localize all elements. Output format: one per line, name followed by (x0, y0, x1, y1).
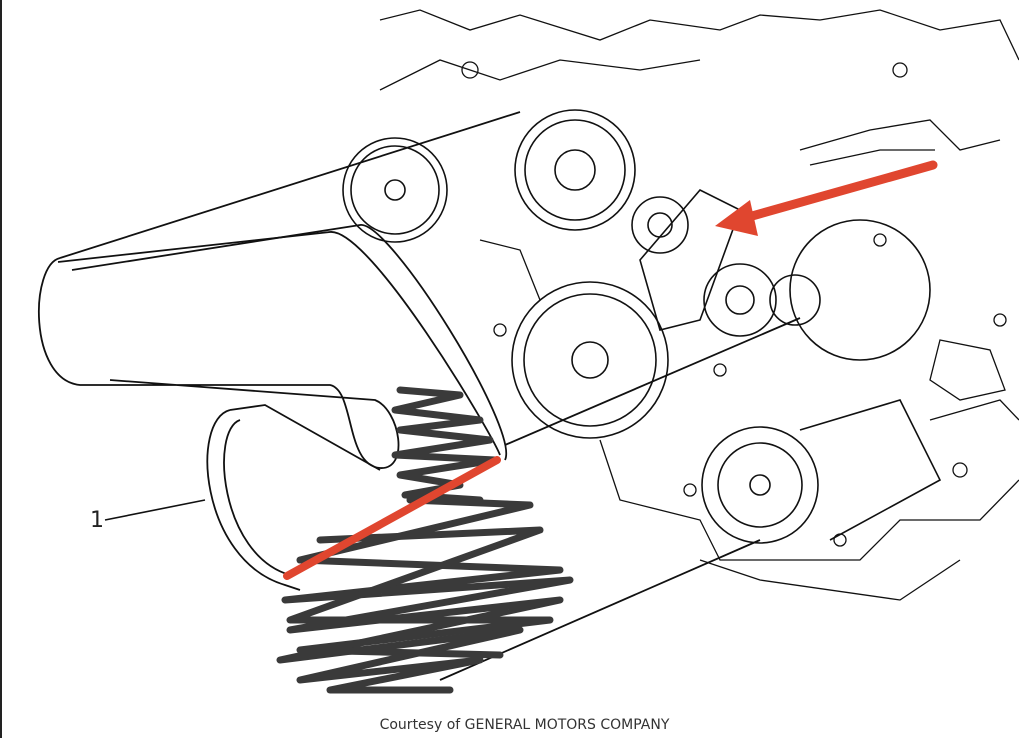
drive-belt (38, 111, 801, 681)
callout-label-belt: 1 (90, 508, 104, 533)
alternator (769, 219, 931, 361)
ac-compressor (701, 399, 942, 544)
power-steering-pulley (342, 137, 448, 243)
crankshaft-pulley (511, 281, 669, 439)
image-caption: Courtesy of GENERAL MOTORS COMPANY (379, 717, 670, 733)
red-line-annotation (283, 456, 501, 580)
red-arrow-annotation (715, 160, 938, 236)
engine-block (379, 9, 1019, 601)
water-pump-pulley (514, 109, 636, 231)
frame-border (0, 0, 2, 738)
callout-leader-line (104, 499, 206, 521)
tensioner-pulley (631, 189, 741, 331)
idler-pulley (703, 263, 777, 337)
